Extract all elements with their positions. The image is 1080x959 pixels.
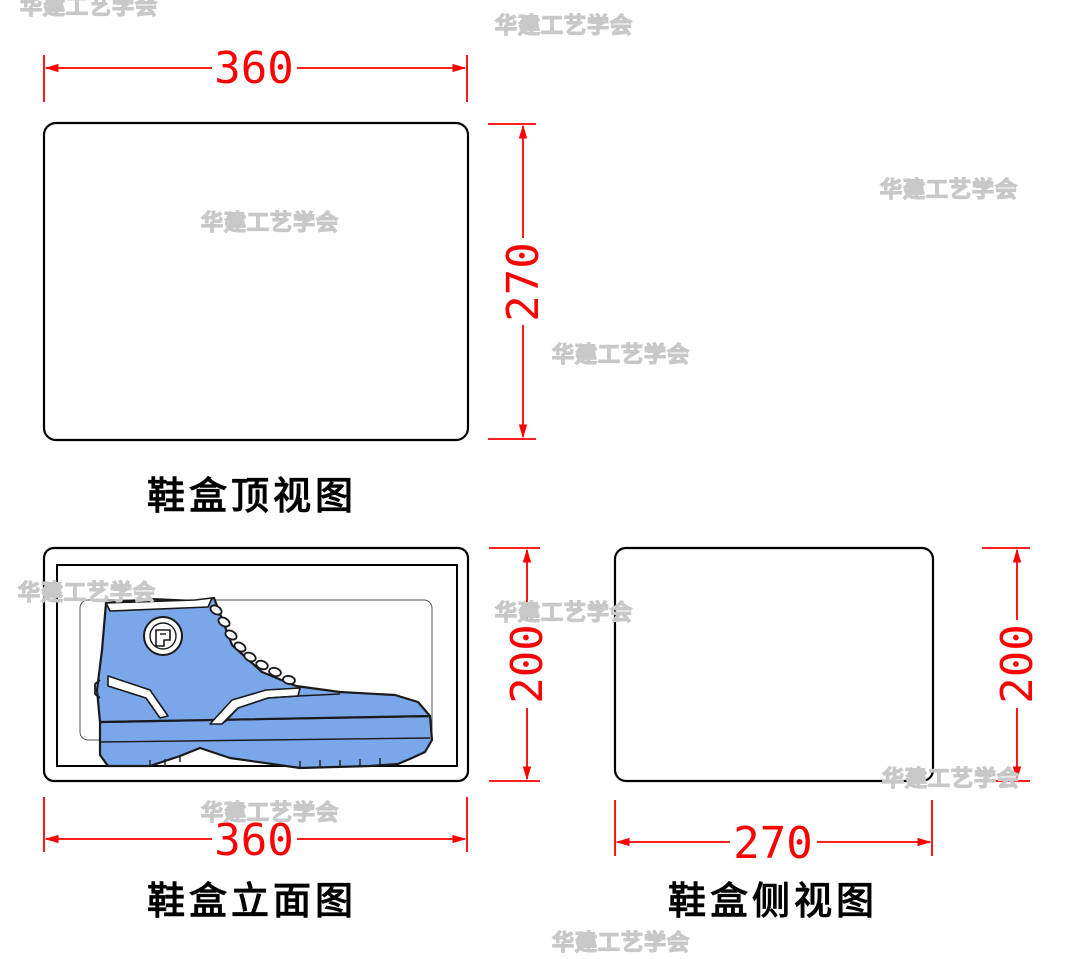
front-width-dimension: 360 (43, 797, 468, 866)
side-width-dimension: 270 (614, 800, 933, 869)
watermark: 华建工艺学会 (495, 600, 633, 626)
watermark: 华建工艺学会 (552, 342, 690, 368)
top-depth-dimension: 270 (488, 123, 549, 440)
watermarks: 华建工艺学会 华建工艺学会 华建工艺学会 华建工艺学会 华建工艺学会 华建工艺学… (17, 0, 1020, 957)
top-width-dimension: 360 (43, 43, 468, 102)
side-height-label: 200 (992, 624, 1043, 703)
boot-logo-patch (143, 616, 183, 656)
top-depth-label: 270 (498, 242, 549, 321)
front-view: 360 200 鞋盒立面图 (42, 546, 553, 923)
boot-laces (209, 604, 296, 685)
top-width-label: 360 (214, 43, 293, 94)
top-view-outline (42, 121, 470, 442)
watermark: 华建工艺学会 (552, 930, 690, 956)
front-width-label: 360 (214, 815, 293, 866)
watermark: 华建工艺学会 (20, 0, 158, 20)
side-view: 270 200 鞋盒侧视图 (613, 546, 1043, 923)
watermark: 华建工艺学会 (18, 580, 156, 606)
side-view-outline (613, 546, 935, 783)
watermark: 华建工艺学会 (880, 177, 1018, 203)
top-view-caption: 鞋盒顶视图 (147, 474, 357, 518)
top-view: 360 270 鞋盒顶视图 (42, 43, 549, 518)
boot-illustration (94, 596, 434, 770)
watermark: 华建工艺学会 (882, 766, 1020, 792)
watermark: 华建工艺学会 (201, 800, 339, 826)
watermark: 华建工艺学会 (495, 13, 633, 39)
side-width-label: 270 (733, 818, 812, 869)
watermark: 华建工艺学会 (201, 210, 339, 236)
front-height-dimension: 200 (489, 547, 553, 782)
side-view-caption: 鞋盒侧视图 (668, 879, 878, 923)
front-height-label: 200 (502, 624, 553, 703)
side-height-dimension: 200 (982, 547, 1043, 782)
front-view-caption: 鞋盒立面图 (147, 879, 357, 923)
front-view-inner-frame (56, 564, 458, 767)
